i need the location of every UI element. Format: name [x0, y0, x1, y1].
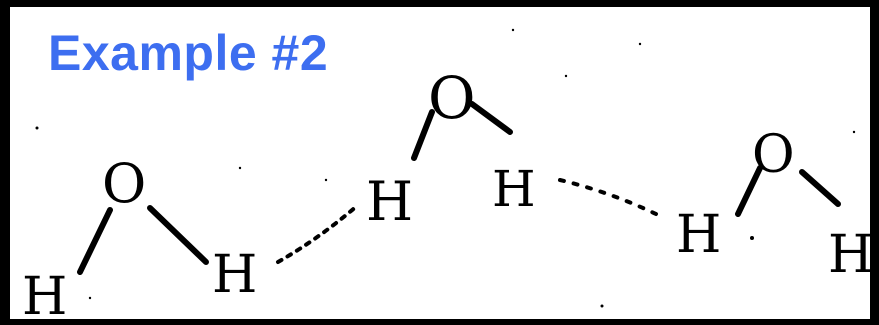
- oxygen-atom-2: O: [428, 64, 476, 132]
- oxygen-atom-1: O: [102, 152, 146, 215]
- covalent-bond-o1-h1b: [147, 205, 209, 265]
- covalent-bond-o1-h1a: [77, 207, 113, 275]
- hydrogen-atom-3a: H: [676, 205, 721, 265]
- example-title: Example #2: [48, 25, 329, 81]
- covalent-bond-o3-h3b: [799, 169, 841, 207]
- hydrogen-bond-2: [558, 178, 658, 216]
- covalent-bond-o3-h3a: [735, 165, 763, 217]
- hydrogen-atom-2a: H: [366, 170, 413, 233]
- covalent-bond-o2-h2a: [411, 109, 435, 161]
- hydrogen-atom-1b: H: [212, 245, 257, 305]
- hydrogen-atom-3b: H: [828, 225, 873, 285]
- hydrogen-atom-2b: H: [492, 160, 536, 218]
- covalent-bond-o2-h2b: [469, 101, 513, 135]
- scan-noise: [35, 28, 856, 308]
- hydrogen-atom-1a: H: [22, 267, 67, 325]
- hydrogen-bond-1: [276, 203, 360, 264]
